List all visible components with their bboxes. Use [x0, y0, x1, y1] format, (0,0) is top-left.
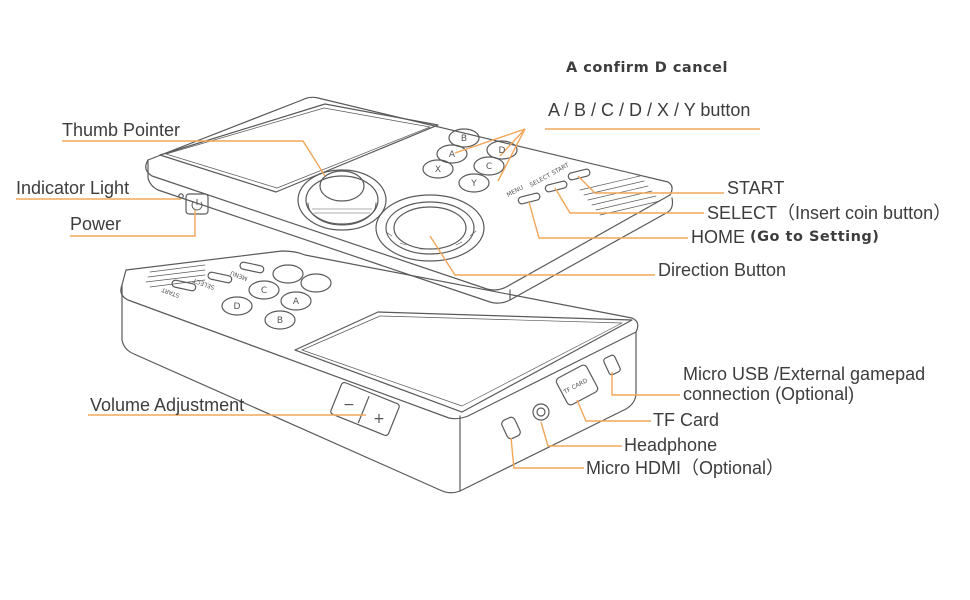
button-c-letter-bottom: C — [261, 286, 267, 296]
callout-power-line — [70, 210, 196, 237]
callout-start-line — [577, 175, 724, 194]
callout-thumb-pointer-line — [62, 140, 326, 177]
button-x-letter: X — [435, 165, 441, 175]
device-label-menu-bottom: MENU — [230, 269, 249, 282]
home-note: (Go to Setting) — [750, 229, 880, 245]
home-label: HOME — [691, 227, 745, 247]
button-a-letter: A — [449, 150, 456, 160]
micro-hdmi-label: Micro HDMI（Optional） — [586, 458, 785, 478]
device-label-start: START — [551, 162, 571, 177]
callout-micro-hdmi-line — [510, 437, 584, 469]
volume-minus-symbol: − — [343, 397, 355, 413]
confirm-cancel-note: A confirm D cancel — [566, 60, 728, 76]
top-screen — [159, 103, 439, 193]
thumb-stick-cap — [319, 170, 365, 202]
device-label-select: SELECT — [529, 172, 553, 189]
power-label: Power — [70, 214, 122, 234]
device-label-tf-card: TF CARD — [562, 377, 590, 396]
direction-pad-outer — [375, 194, 485, 262]
callout-buttons-line-1 — [454, 128, 526, 154]
button-b-letter-bottom: B — [277, 316, 283, 326]
button-d-letter-bottom: D — [234, 302, 241, 312]
callout-lines — [16, 128, 760, 469]
volume-adjustment-label: Volume Adjustment — [90, 395, 245, 415]
button-a-letter-bottom: A — [293, 297, 300, 307]
callout-micro-usb-line — [611, 372, 680, 396]
start-label: START — [727, 178, 785, 198]
micro-usb-label-line2: connection (Optional) — [683, 384, 855, 404]
callout-headphone-line — [540, 421, 622, 447]
callout-home-line — [528, 201, 688, 239]
volume-plus-symbol: + — [373, 411, 385, 427]
button-d-letter: D — [499, 146, 506, 156]
bottom-screen — [294, 311, 633, 413]
button-y-letter: Y — [470, 179, 477, 189]
power-icon — [191, 199, 203, 211]
top-handheld — [145, 96, 674, 304]
headphone-label: Headphone — [624, 435, 718, 455]
callout-select-line — [554, 187, 704, 214]
callout-direction-line — [429, 235, 655, 276]
callout-buttons-line-2 — [499, 128, 526, 157]
button-b-top — [448, 128, 480, 148]
abcdxy-button-label: A / B / C / D / X / Y button — [548, 100, 751, 120]
callout-buttons-line-3 — [497, 128, 526, 182]
indicator-light-label: Indicator Light — [16, 178, 130, 198]
micro-usb-label-line1: Micro USB /External gamepad — [683, 364, 926, 384]
thumb-pointer-label: Thumb Pointer — [62, 120, 181, 140]
button-b-letter: B — [461, 134, 467, 144]
button-c-letter: C — [486, 162, 492, 172]
direction-button-label: Direction Button — [658, 260, 787, 280]
select-label: SELECT（Insert coin button） — [707, 203, 952, 223]
bottom-handheld — [120, 250, 639, 494]
tf-card-label: TF Card — [653, 410, 720, 430]
callout-tf-card-line — [576, 399, 651, 422]
thumb-stick-base — [297, 169, 387, 231]
